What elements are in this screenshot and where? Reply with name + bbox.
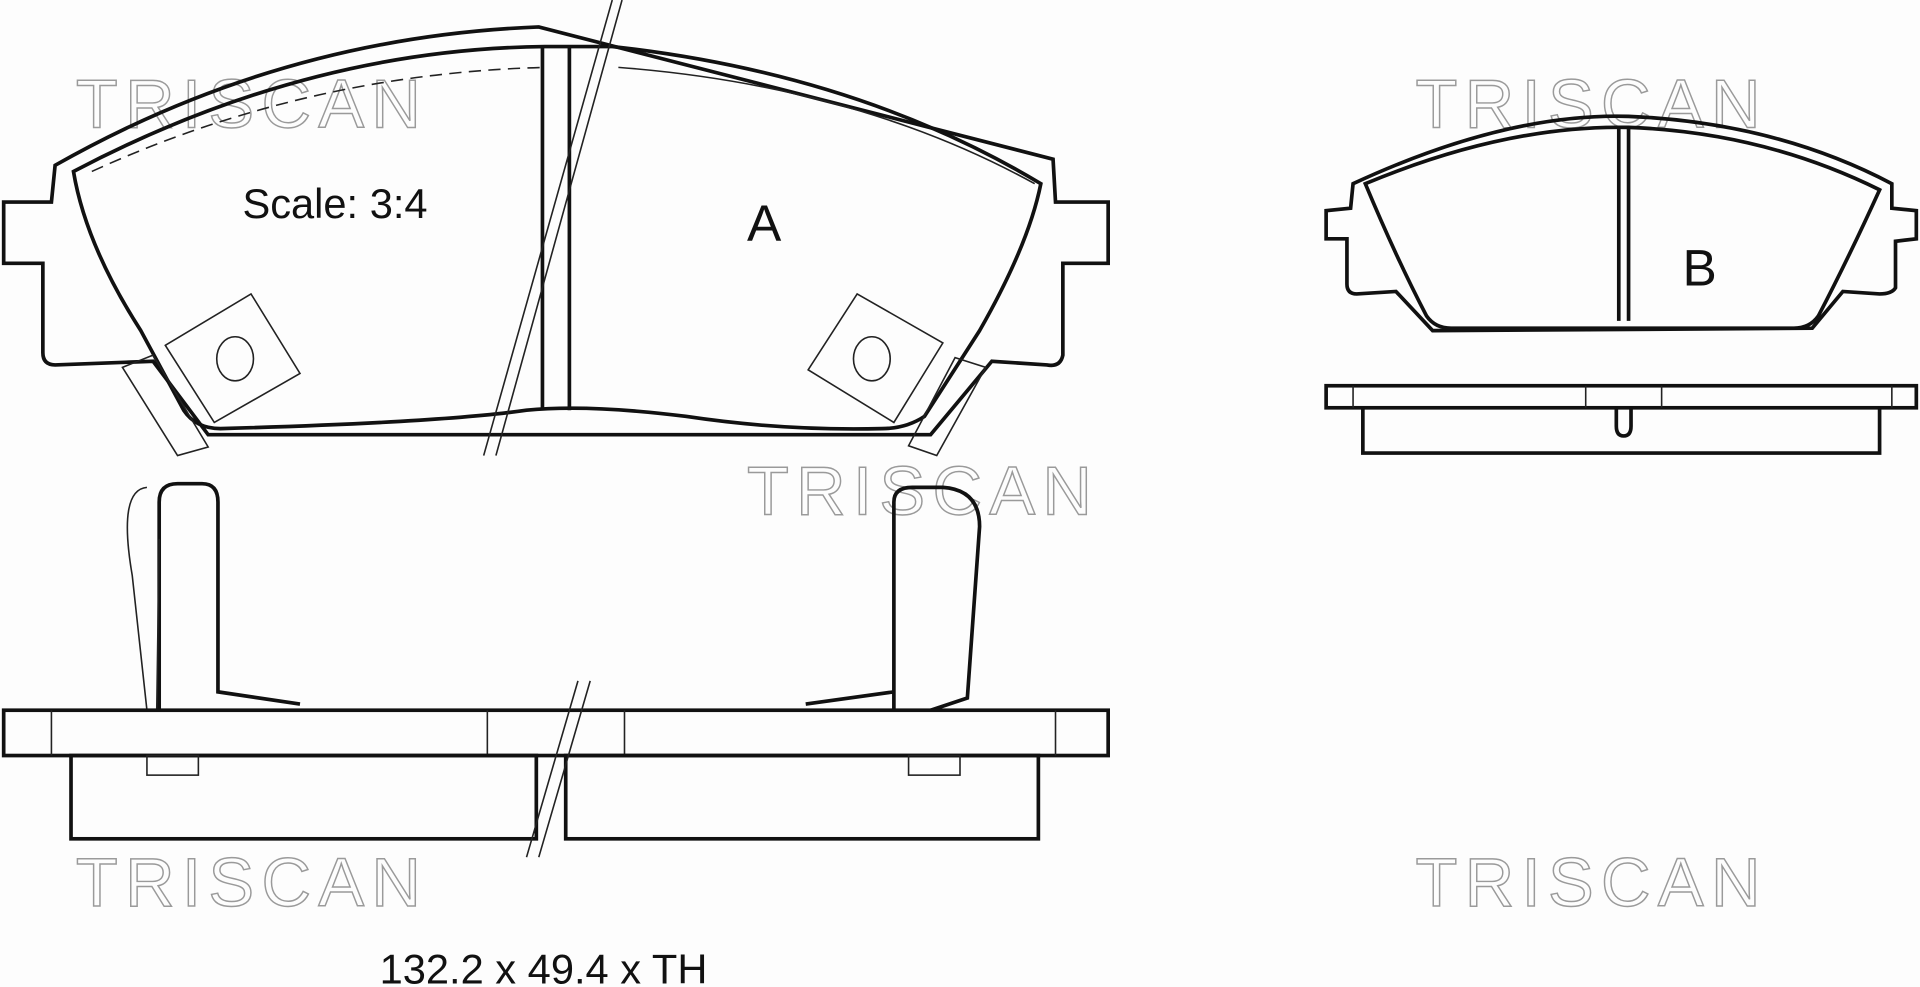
pad-b-friction-surface <box>1362 125 1882 331</box>
watermark-bottom-left: TRISCAN <box>76 844 428 921</box>
pad-a-right-clip-tab <box>807 292 987 457</box>
pad-a-label: A <box>747 194 782 252</box>
watermark-bottom-right: TRISCAN <box>1416 844 1768 921</box>
pad-a-side-backing-plate <box>1 708 1110 758</box>
pad-a-left-clip-tab <box>121 292 302 457</box>
pad-a-friction-surface <box>71 44 1043 431</box>
pad-b-label: B <box>1682 238 1716 296</box>
pad-b-backing-plate <box>1324 114 1919 333</box>
dimensions-label: 132.2 x 49.4 x TH <box>380 945 708 987</box>
watermark-center: TRISCAN <box>747 452 1099 529</box>
pad-b-side-backing-plate <box>1324 383 1919 410</box>
pad-a-backing-plate <box>1 25 1110 437</box>
pad-b-front-view <box>1324 114 1919 333</box>
pad-b-side-view <box>1324 383 1919 455</box>
watermark-top-right: TRISCAN <box>1416 65 1768 142</box>
pad-a-side-friction-left <box>69 753 539 841</box>
pad-a-front-view <box>1 0 1110 457</box>
pad-a-side-view <box>1 481 1110 858</box>
scale-label: Scale: 3:4 <box>242 180 427 227</box>
pad-a-side-friction-right <box>563 753 1041 841</box>
